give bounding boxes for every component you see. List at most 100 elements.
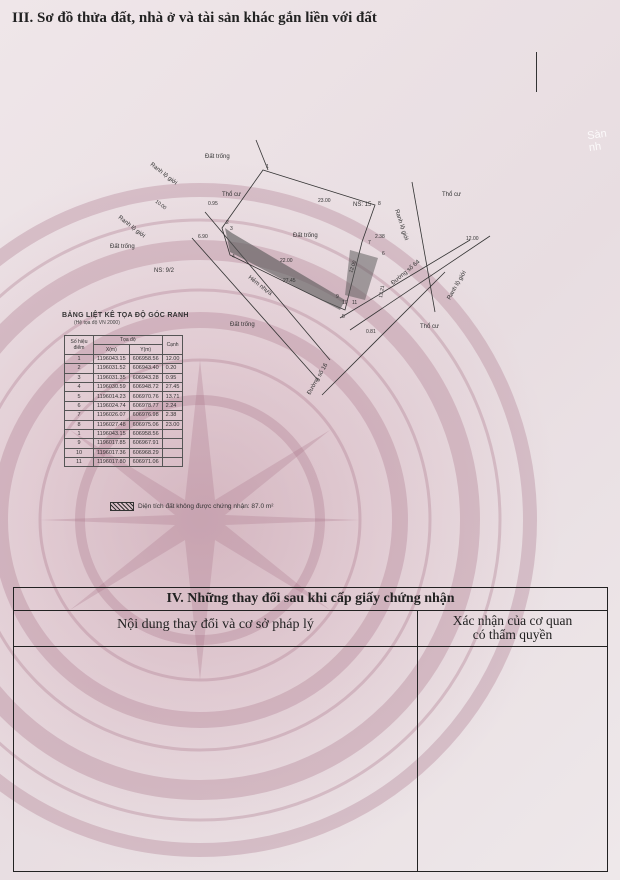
- road-edge: [349, 235, 491, 331]
- coord-cell-x: 1196017.36: [93, 447, 130, 459]
- emblem-ring: [75, 395, 325, 645]
- coord-cell-x: 1196031.35: [93, 372, 130, 383]
- coords-title: BẢNG LIỆT KÊ TỌA ĐỘ GÓC RANH: [62, 312, 189, 319]
- coord-cell-c: 2.38: [161, 410, 184, 421]
- coord-cell-c: 12.00: [161, 353, 184, 365]
- dimension-label: 13.21: [378, 285, 386, 299]
- coord-cell-n: 8: [64, 419, 94, 430]
- column-divider: [417, 610, 419, 871]
- coord-cell-n: 9: [64, 438, 94, 449]
- dimension-label: 12.00: [466, 236, 479, 242]
- coord-cell-n: 2: [64, 363, 94, 374]
- dimension-label: 6.90: [198, 234, 208, 240]
- emblem-ring: [0, 288, 432, 752]
- emblem-ring: [0, 218, 502, 822]
- coord-cell-y: 606958.56: [128, 428, 163, 440]
- col-toado-header: Tọa độ: [93, 334, 163, 346]
- point-label: 11: [352, 300, 357, 306]
- road-edge: [321, 271, 446, 396]
- coord-cell-y: 606943.40: [128, 363, 163, 374]
- map-label: Ranh lộ giới: [117, 215, 146, 240]
- coord-cell-x: 1196043.15: [93, 428, 130, 440]
- coord-cell-y: 606967.91: [128, 438, 163, 449]
- coord-cell-n: 5: [64, 391, 94, 402]
- point-label: 9: [336, 294, 339, 300]
- map-label: Đất trống: [205, 154, 230, 160]
- map-label: Ranh lộ giới: [393, 209, 409, 242]
- point-label: 2: [226, 220, 229, 226]
- coord-cell-c: 0.95: [161, 372, 184, 383]
- coord-cell-n: 10: [64, 447, 94, 459]
- emblem-ring: [0, 312, 408, 728]
- coord-cell-c: 0.20: [161, 363, 184, 374]
- map-label: Ranh lộ giới: [447, 270, 468, 301]
- coord-cell-y: 606978.77: [128, 400, 163, 412]
- map-label: Hẻm nhựa: [247, 275, 274, 298]
- header-divider: [14, 646, 607, 648]
- coord-cell-y: 606970.76: [128, 391, 163, 402]
- coord-cell-n: 6: [64, 400, 94, 412]
- coord-cell-c: 13.71: [161, 391, 184, 402]
- point-label: 3: [230, 226, 233, 232]
- col-point-header: Số hiệu điểm: [64, 335, 94, 355]
- map-label: Ranh lộ giới: [149, 162, 178, 187]
- margin-line: [536, 52, 537, 92]
- coord-cell-y: 606971.06: [128, 457, 163, 468]
- map-label: Thổ cư: [222, 191, 241, 198]
- col-y-header: Y(m): [128, 344, 163, 355]
- point-label: 8: [378, 201, 381, 207]
- coord-cell-y: 606958.56: [128, 353, 163, 365]
- coord-cell-x: 1196031.52: [93, 363, 130, 374]
- legend-text: Diện tích đất không được chứng nhận: 87.…: [138, 503, 274, 510]
- changes-content-header: Nội dung thay đổi và cơ sở pháp lý: [117, 617, 314, 632]
- coord-cell-c: 23.00: [161, 419, 184, 430]
- coord-cell-x: 1196026.07: [93, 410, 130, 421]
- coord-cell-y: 606943.28: [128, 372, 163, 383]
- point-label: 7: [368, 240, 371, 246]
- coords-heading: BẢNG LIỆT KÊ TỌA ĐỘ GÓC RANH (Hệ tọa độ …: [52, 312, 192, 326]
- coord-cell-c: [161, 457, 184, 468]
- coord-cell-n: 1: [64, 353, 94, 365]
- coord-cell-c: 2.24: [161, 400, 184, 412]
- point-label: 5: [342, 314, 345, 320]
- coord-cell-x: 1196027.48: [93, 419, 130, 430]
- emblem-ring: [38, 358, 362, 682]
- point-label: 6: [382, 251, 385, 257]
- hatch-swatch: [110, 502, 134, 511]
- road-edge: [339, 239, 471, 319]
- emblem-ring: [0, 240, 480, 800]
- coord-cell-n: 1: [64, 428, 94, 440]
- changes-section: IV. Những thay đổi sau khi cấp giấy chứn…: [13, 587, 608, 872]
- coord-cell-x: 1196030.59: [93, 381, 130, 393]
- point-label: 4: [232, 254, 235, 260]
- confirm-header-line1: Xác nhận của cơ quan: [452, 613, 573, 628]
- col-edge-header: Cạnh: [161, 335, 184, 355]
- hatched-area: [345, 250, 378, 300]
- coord-cell-c: [161, 428, 184, 440]
- dimension-label: 12.00: [348, 260, 358, 274]
- road-edge: [204, 211, 331, 361]
- road-edge: [411, 181, 436, 313]
- coord-cell-y: 606975.06: [128, 419, 163, 430]
- coords-subtitle: (Hệ tọa độ VN 2000): [74, 320, 120, 326]
- coord-cell-n: 7: [64, 410, 94, 421]
- coord-cell-c: 27.45: [161, 381, 184, 393]
- hatched-area: [225, 228, 345, 310]
- map-label: NS: 15: [353, 202, 372, 208]
- coord-cell-y: 606976.98: [128, 410, 163, 421]
- coord-cell-x: 1196017.85: [93, 438, 130, 449]
- map-label: Thổ cư: [442, 191, 461, 198]
- dimension-label: 10.00: [154, 199, 168, 212]
